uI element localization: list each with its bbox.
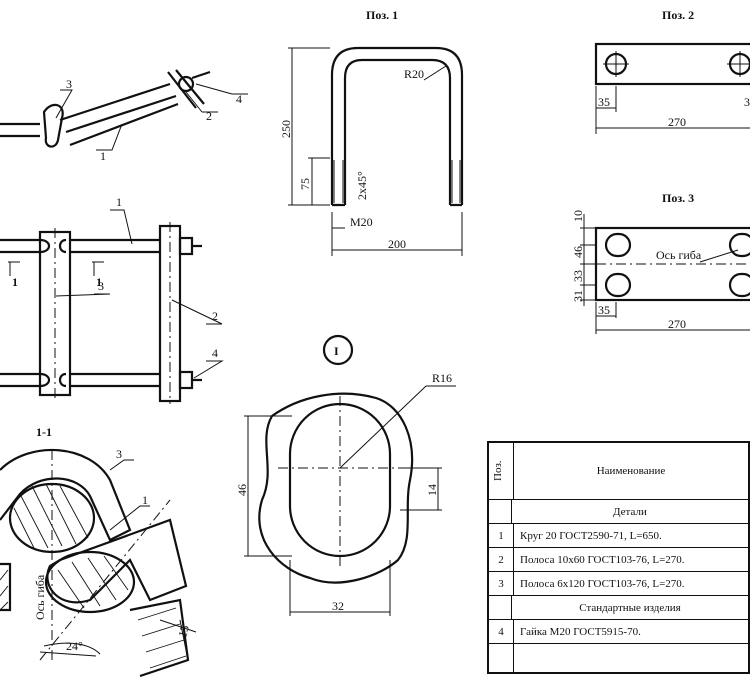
poz3-d-31: 31 [571, 290, 585, 302]
row-pos: 1 [489, 524, 514, 548]
poz3-d-top: 10 [571, 210, 585, 222]
spec-table: Поз. Наименование Детали 1 Круг 20 ГОСТ2… [487, 441, 750, 674]
section-title: 1-1 [36, 425, 52, 439]
poz3-edge: 35 [598, 303, 610, 317]
col-pos-label: Поз. [492, 460, 504, 481]
section-view [0, 448, 197, 677]
poz2-plate [594, 42, 750, 134]
callout-1-section: 1 [142, 493, 148, 507]
poz3-title: Поз. 3 [662, 191, 694, 205]
row-pos: 4 [489, 620, 514, 644]
col-pos-header: Поз. [489, 443, 514, 499]
section-mark-left: 1 [12, 275, 18, 289]
callout-3-plan: 3 [98, 279, 104, 293]
table-row: 2 Полоса 10х60 ГОСТ103-76, L=270. [489, 547, 748, 572]
detail-height: 46 [235, 484, 249, 496]
poz1-thread: M20 [350, 215, 373, 229]
poz3-length: 270 [668, 317, 686, 331]
poz3-axis-label: Ось гиба [656, 248, 702, 262]
poz3-d-46: 46 [571, 246, 585, 258]
poz1-title: Поз. 1 [366, 8, 398, 22]
callout-1-plan: 1 [116, 195, 122, 209]
poz1-height: 250 [279, 120, 293, 138]
poz1-thread-len: 75 [298, 178, 312, 190]
table-row: 4 Гайка М20 ГОСТ5915-70. [489, 619, 748, 644]
callout-3-section: 3 [116, 447, 122, 461]
section-angle: 24° [66, 639, 83, 653]
table-header: Поз. Наименование [489, 443, 748, 499]
col-name-header: Наименование [596, 465, 666, 477]
poz3-plate [580, 214, 750, 334]
group-parts-row: Детали [489, 499, 748, 524]
poz1-width: 200 [388, 237, 406, 251]
section-axis-label: Ось гиба [33, 574, 47, 620]
section-mark-right: 1 [96, 275, 102, 289]
group-parts: Детали [613, 506, 647, 518]
poz2-edge-right: 3 [744, 95, 750, 109]
detail-marker [322, 334, 354, 366]
poz2-length: 270 [668, 115, 686, 129]
row-pos: 2 [489, 548, 514, 572]
plan-view [0, 222, 202, 404]
callout-1-iso: 1 [100, 149, 106, 163]
row-name: Полоса 6х120 ГОСТ103-76, L=270. [520, 578, 685, 590]
group-std: Стандартные изделия [579, 602, 681, 614]
poz3-d-33: 33 [571, 270, 585, 282]
poz1-ubolt [288, 46, 464, 256]
detail-view [244, 385, 456, 616]
detail-radius: R16 [432, 371, 452, 385]
poz1-radius: R20 [404, 67, 424, 81]
poz2-title: Поз. 2 [662, 8, 694, 22]
callout-4-plan: 4 [212, 346, 218, 360]
callout-2-plan: 2 [212, 309, 218, 323]
detail-hole: 14 [425, 484, 439, 496]
poz2-edge: 35 [598, 95, 610, 109]
row-name: Круг 20 ГОСТ2590-71, L=650. [520, 530, 662, 542]
row-name: Гайка М20 ГОСТ5915-70. [520, 626, 641, 638]
table-row: 1 Круг 20 ГОСТ2590-71, L=650. [489, 523, 748, 548]
callout-4-iso: 4 [236, 92, 242, 106]
callout-2-iso: 2 [206, 109, 212, 123]
section-thick: 15 [175, 624, 192, 639]
callout-3-iso: 3 [66, 77, 72, 91]
isometric-view [0, 69, 211, 148]
row-pos: 3 [489, 572, 514, 596]
table-row: 3 Полоса 6х120 ГОСТ103-76, L=270. [489, 571, 748, 596]
group-std-row: Стандартные изделия [489, 595, 748, 620]
row-name: Полоса 10х60 ГОСТ103-76, L=270. [520, 554, 685, 566]
poz1-chamfer: 2х45° [355, 171, 369, 200]
detail-width: 32 [332, 599, 344, 613]
detail-mark: I [334, 344, 339, 358]
table-row-empty [489, 643, 748, 673]
